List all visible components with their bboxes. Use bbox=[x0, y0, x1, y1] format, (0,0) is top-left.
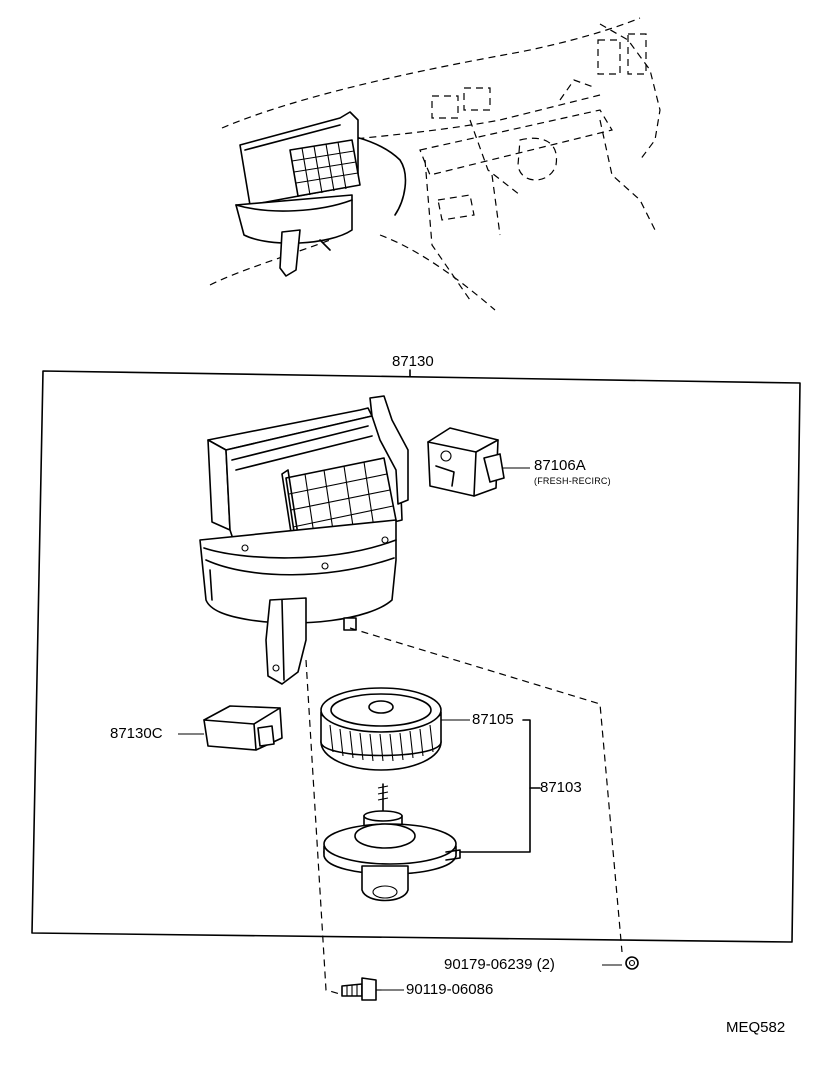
part-number-87105: 87105 bbox=[472, 711, 514, 728]
servo-motor-87106A bbox=[427, 427, 530, 497]
assembly-frame bbox=[31, 369, 801, 943]
resistor-87130C bbox=[178, 705, 283, 751]
clip-90179-06239 bbox=[625, 956, 639, 970]
figure-code: MEQ582 bbox=[726, 1019, 786, 1036]
assembly-number-label: 87130 bbox=[392, 353, 434, 370]
leader-lines bbox=[305, 627, 623, 995]
blower-fan-87105 bbox=[320, 687, 470, 771]
blower-motor-87103 bbox=[323, 783, 461, 902]
part-note-fresh-recirc: (FRESH-RECIRC) bbox=[534, 476, 611, 486]
blower-unit-location-view bbox=[235, 111, 361, 277]
blower-housing-assembly bbox=[199, 395, 409, 685]
part-number-90119-06086: 90119-06086 bbox=[406, 981, 494, 998]
screw-90119-06086 bbox=[341, 977, 382, 1001]
part-number-87103: 87103 bbox=[540, 779, 582, 796]
part-number-87130C: 87130C bbox=[110, 725, 163, 742]
part-number-90179-06239: 90179-06239 (2) bbox=[444, 956, 555, 973]
part-number-87106A: 87106A bbox=[534, 457, 586, 474]
